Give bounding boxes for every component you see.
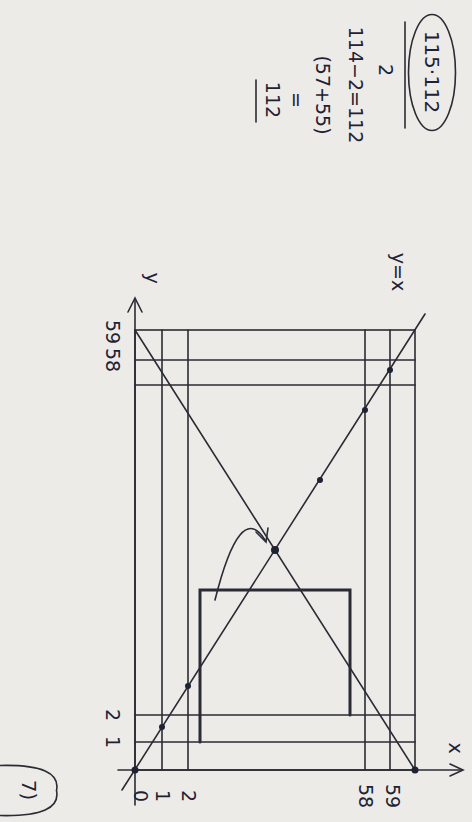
circled-note: 115·112 bbox=[407, 13, 457, 132]
formula-text: 114−2=112 bbox=[345, 27, 366, 143]
tick-label: 59 bbox=[102, 320, 123, 344]
tick-label: 59 bbox=[382, 784, 403, 808]
tick-label: 2 bbox=[178, 790, 199, 802]
tick-label: 2 bbox=[102, 709, 123, 721]
circled-note: 7) bbox=[0, 764, 58, 817]
note-text: 7) bbox=[18, 780, 40, 801]
axis-label: x bbox=[445, 742, 466, 753]
tick-label: 58 bbox=[102, 348, 123, 372]
formula-text: 112 bbox=[262, 82, 283, 118]
formula-text: = bbox=[286, 92, 307, 108]
tick-label: 0 bbox=[130, 790, 151, 802]
formula-text: 2 bbox=[375, 64, 396, 76]
tick-label: 58 bbox=[355, 784, 376, 808]
tick-label: 1 bbox=[102, 736, 123, 748]
axis-label: y bbox=[142, 272, 163, 283]
tick-label: 1 bbox=[152, 790, 173, 802]
axis-label: y=x bbox=[388, 253, 409, 291]
formula-text: (57+55) bbox=[312, 55, 333, 134]
note-text: 115·112 bbox=[421, 31, 443, 114]
